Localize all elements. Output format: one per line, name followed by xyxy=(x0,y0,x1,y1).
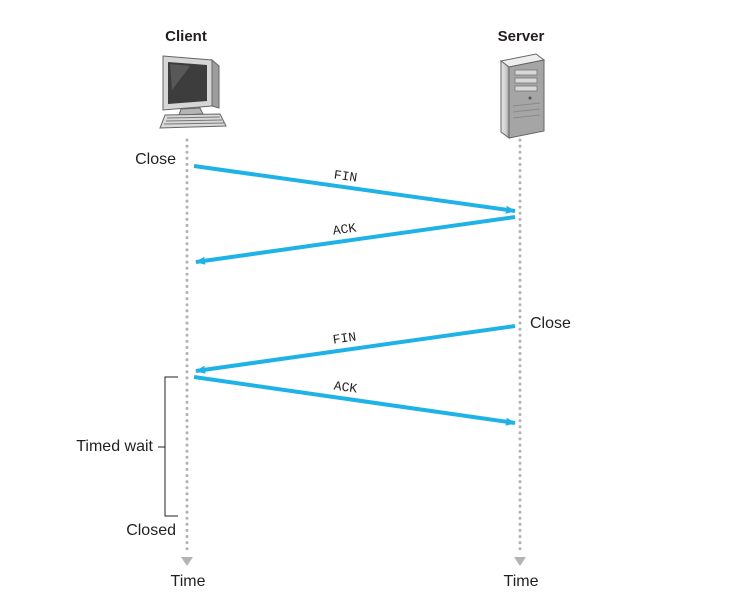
desktop-computer-icon xyxy=(159,55,227,129)
message-arrow-fin-2 xyxy=(195,324,516,374)
client-time-axis-label: Time xyxy=(170,573,206,590)
server-close-label: Close xyxy=(530,315,571,332)
message-arrow-ack-1 xyxy=(195,215,516,265)
server-header: Server xyxy=(497,28,545,45)
message-label-ack-2: ACK xyxy=(333,378,358,396)
client-header: Client xyxy=(165,28,207,45)
timed-wait-bracket xyxy=(158,376,178,517)
tower-server-icon xyxy=(499,53,546,139)
message-label-fin-1: FIN xyxy=(333,167,358,185)
timed-wait-label: Timed wait xyxy=(76,438,153,455)
message-label-ack-1: ACK xyxy=(332,220,357,238)
message-arrow-ack-2 xyxy=(193,375,516,426)
message-arrow-fin-1 xyxy=(193,164,516,214)
server-timeline-arrowhead xyxy=(514,557,526,566)
server-time-axis-label: Time xyxy=(503,573,539,590)
message-label-fin-2: FIN xyxy=(332,329,357,347)
client-timeline-arrowhead xyxy=(181,557,193,566)
closed-label: Closed xyxy=(126,522,176,539)
client-close-label: Close xyxy=(135,151,176,168)
